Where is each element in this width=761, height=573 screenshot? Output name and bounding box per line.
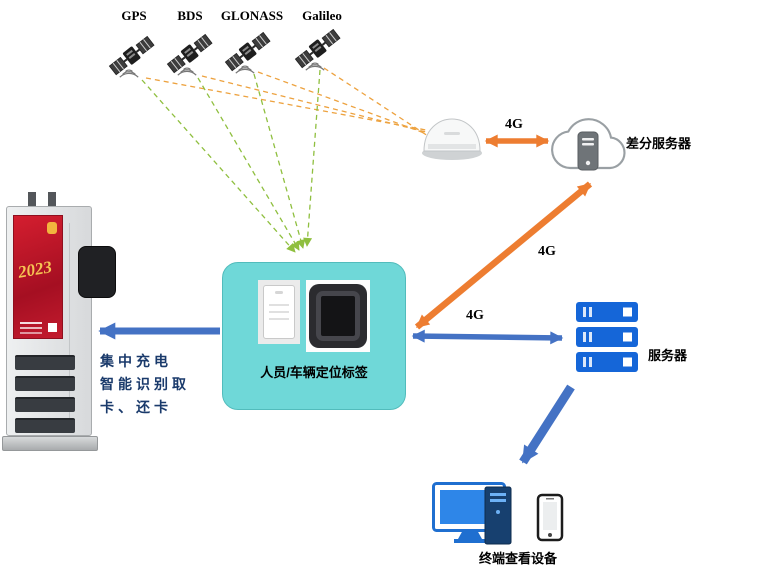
tag-device-images: [223, 263, 405, 352]
bds-satellite-icon: [165, 31, 215, 77]
cabinet-poster: 2023: [13, 215, 63, 339]
card-slot: [15, 355, 75, 370]
satellite-label-bds: BDS: [177, 8, 203, 23]
cabinet-door-seam: [69, 223, 70, 425]
cabinet-caption-line-3: 卡、还卡: [100, 399, 172, 415]
positioning-tag-panel: 人员/车辆定位标签: [222, 262, 406, 410]
card-slot: [15, 397, 75, 412]
lantern-icon: [47, 222, 57, 234]
label-4g-cloud-tag: 4G: [538, 244, 556, 259]
link-galileo-antenna: [323, 67, 429, 137]
cabinet-card-slots: [15, 355, 75, 439]
card-slot: [15, 376, 75, 391]
positioning-tag-label: 人员/车辆定位标签: [260, 365, 368, 380]
charging-cabinet-image: 2023: [2, 192, 122, 454]
satellite-antenna-links: [145, 67, 429, 137]
cabinet-caption: 集中充电 智能识别取 卡、还卡: [100, 350, 190, 419]
link-gps-antenna: [145, 77, 427, 131]
smartphone-icon: [536, 493, 564, 542]
card-slot: [15, 418, 75, 433]
satellite-label-gps: GPS: [121, 8, 147, 23]
link-glonass-antenna: [257, 71, 428, 135]
terminal-devices-icon: [432, 482, 564, 545]
server-label: 服务器: [648, 348, 688, 363]
label-4g-tag-server: 4G: [466, 308, 484, 323]
pc-tower-icon: [484, 486, 512, 545]
link-glonass-tag: [253, 73, 306, 249]
reader-device-shape: [309, 284, 367, 348]
satellite-label-glonass: GLONASS: [220, 8, 284, 23]
poster-year-text: 2023: [16, 257, 54, 282]
gps-satellite-icon: [107, 33, 157, 79]
cabinet-base: [2, 436, 98, 451]
link-cloud-tag: [414, 181, 593, 330]
link-bds-antenna: [201, 75, 427, 133]
link-server-terminal: [519, 384, 575, 465]
label-4g-antenna-cloud: 4G: [505, 117, 523, 132]
glonass-satellite-icon: [223, 29, 273, 75]
card-reader-image: [306, 280, 370, 352]
server-rack-icon: [576, 302, 638, 372]
diff-server-label: 差分服务器: [626, 136, 692, 151]
link-bds-tag: [197, 77, 300, 251]
positioning-tag-image: [258, 280, 300, 344]
gnss-antenna-icon: [422, 118, 482, 160]
cloud-server-icon: [551, 118, 626, 171]
satellite-label-galileo: Galileo: [302, 8, 342, 23]
terminal-label: 终端查看设备: [478, 551, 557, 566]
card-dispenser-unit: [78, 246, 116, 298]
galileo-satellite-icon: [293, 26, 343, 72]
link-tag-server: [411, 329, 564, 345]
qr-code-icon: [48, 323, 57, 332]
cabinet-antenna-left: [28, 192, 36, 208]
cabinet-caption-line-1: 集中充电: [100, 353, 172, 369]
link-gps-tag: [141, 79, 296, 253]
cabinet-caption-line-2: 智能识别取: [100, 376, 190, 392]
satellite-tag-links: [141, 69, 321, 253]
poster-text-lines: [20, 322, 42, 324]
tag-card-shape: [263, 285, 295, 339]
link-galileo-tag: [303, 69, 321, 247]
cabinet-body: 2023: [6, 206, 92, 436]
cabinet-antenna-right: [48, 192, 56, 208]
